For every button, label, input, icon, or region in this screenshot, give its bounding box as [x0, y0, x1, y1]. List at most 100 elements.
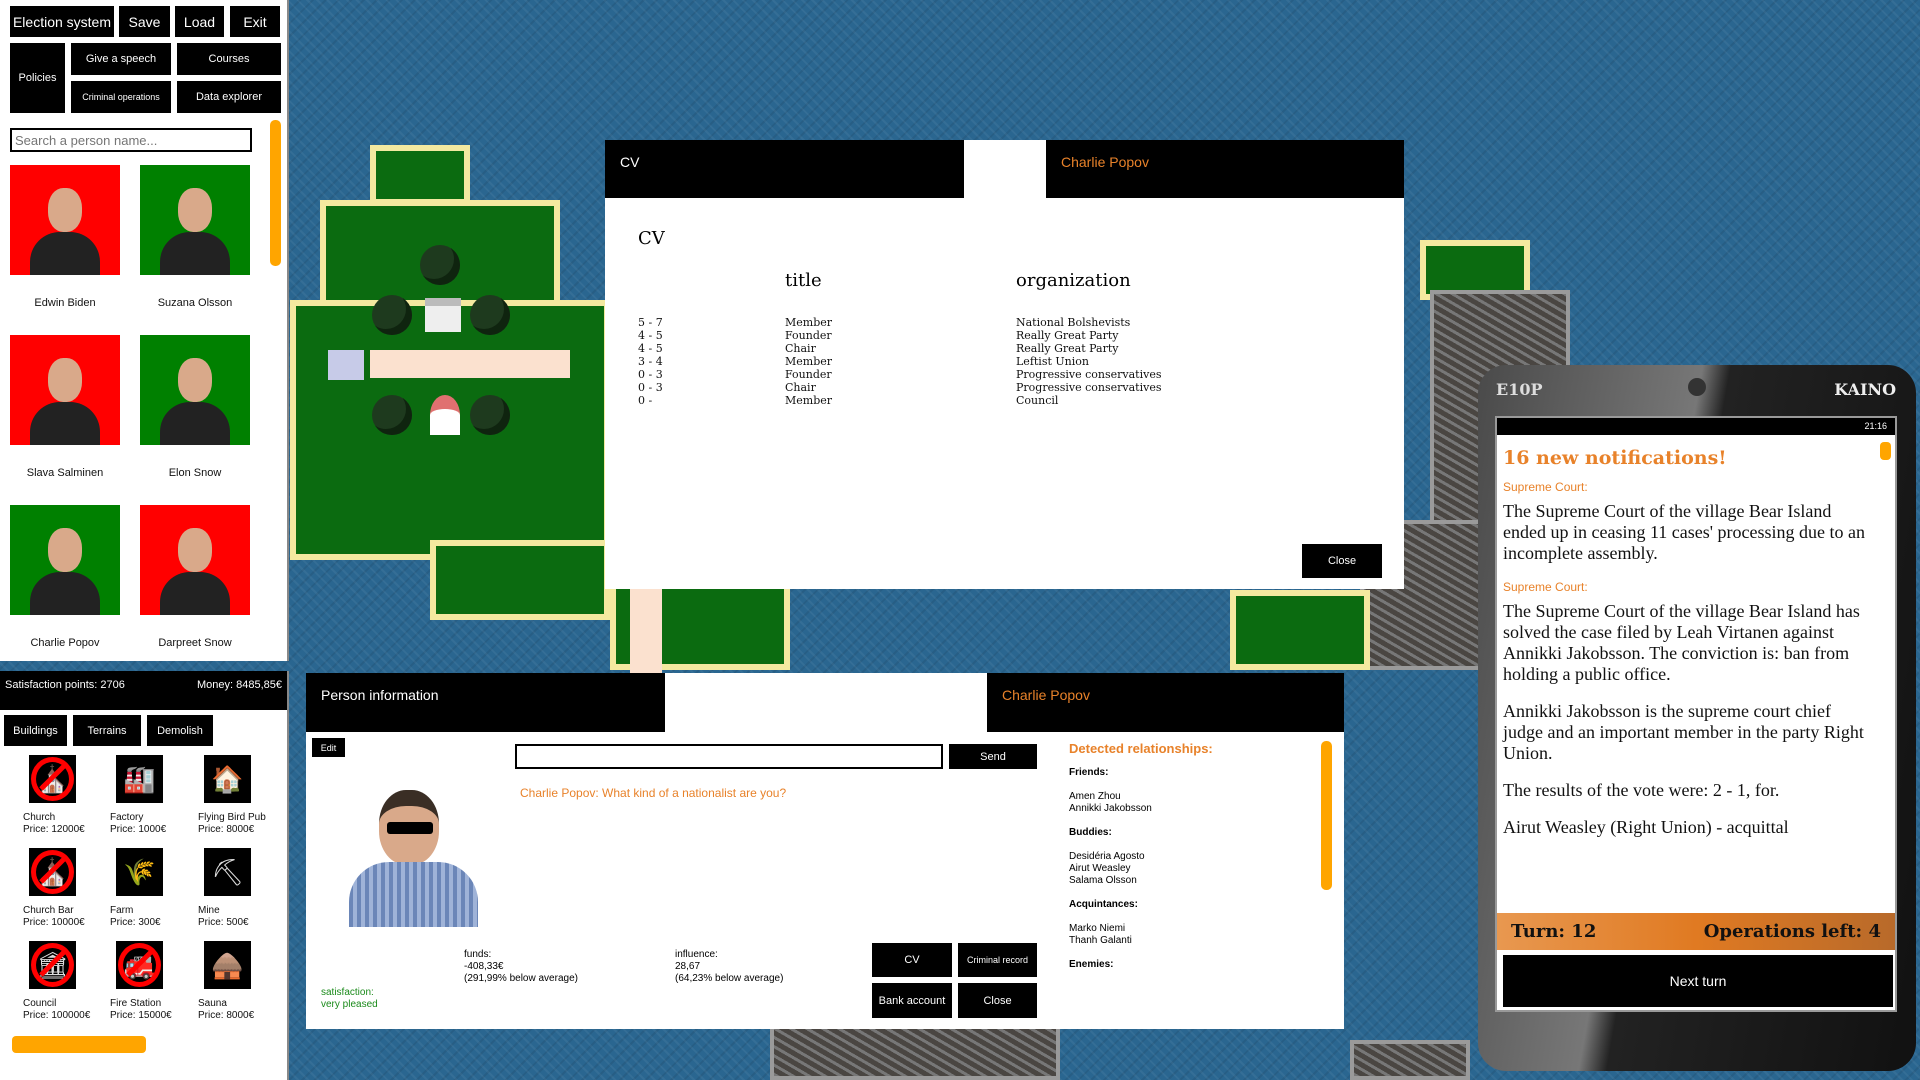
- building-price: Price: 10000€: [23, 917, 85, 928]
- edit-button[interactable]: Edit: [312, 738, 345, 757]
- funds-value: -408,33€: [464, 961, 504, 972]
- cv-person-name: Charlie Popov: [1046, 140, 1404, 198]
- church-icon[interactable]: ⛪: [29, 755, 76, 803]
- courses-button[interactable]: Courses: [177, 43, 281, 75]
- person-portrait[interactable]: [10, 505, 120, 615]
- data-explorer-button[interactable]: Data explorer: [177, 81, 281, 113]
- criminal-operations-button[interactable]: Criminal operations: [71, 81, 171, 113]
- person-name[interactable]: Slava Salminen: [26, 467, 104, 479]
- terrains-tab[interactable]: Terrains: [73, 715, 141, 746]
- cv-organization: Progressive conservatives: [1016, 368, 1162, 381]
- notification-text: The Supreme Court of the village Bear Is…: [1503, 501, 1865, 563]
- game-map[interactable]: [290, 0, 1920, 1080]
- acquaintance-item[interactable]: Thanh Galanti: [1069, 935, 1132, 946]
- cv-organization: Council: [1016, 394, 1059, 407]
- cv-years: 0 - 3: [638, 368, 663, 381]
- influence-label: influence:: [675, 949, 718, 960]
- cv-organization: Really Great Party: [1016, 342, 1119, 355]
- send-button[interactable]: Send: [949, 744, 1037, 769]
- cv-organization: Progressive conservatives: [1016, 381, 1162, 394]
- cv-title: Founder: [785, 368, 832, 381]
- scrollbar[interactable]: [1321, 741, 1332, 890]
- influence-comparison: (64,23% below average): [675, 973, 784, 984]
- building-icon[interactable]: [425, 298, 461, 332]
- person-portrait[interactable]: [10, 165, 120, 275]
- cv-close-button[interactable]: Close: [1302, 544, 1382, 578]
- person-portrait[interactable]: [140, 505, 250, 615]
- building-price: Price: 15000€: [110, 1010, 172, 1021]
- person-name[interactable]: Charlie Popov: [30, 637, 100, 649]
- tree-icon: [372, 295, 412, 335]
- cv-organization: National Bolshevists: [1016, 316, 1131, 329]
- scrollbar[interactable]: [1880, 442, 1891, 460]
- exit-button[interactable]: Exit: [230, 6, 280, 37]
- sauna-icon[interactable]: 🛖: [204, 941, 251, 989]
- building-name: Fire Station: [110, 998, 162, 1009]
- person-name[interactable]: Suzana Olsson: [157, 297, 233, 309]
- cv-button[interactable]: CV: [872, 943, 952, 977]
- buddy-item[interactable]: Airut Weasley: [1069, 863, 1131, 874]
- mine-icon[interactable]: ⛏: [204, 848, 251, 896]
- person-name[interactable]: Edwin Biden: [34, 297, 96, 309]
- give-speech-button[interactable]: Give a speech: [71, 43, 171, 75]
- cv-heading: CV: [638, 228, 665, 249]
- fire-station-icon[interactable]: 🚒: [116, 941, 163, 989]
- person-portrait[interactable]: [140, 165, 250, 275]
- scrollbar[interactable]: [12, 1036, 146, 1053]
- pub-icon[interactable]: 🏠: [204, 755, 251, 803]
- buddy-item[interactable]: Salama Olsson: [1069, 875, 1137, 886]
- cv-years: 3 - 4: [638, 355, 663, 368]
- building-price: Price: 1000€: [110, 824, 167, 835]
- phone-clock: 21:16: [1497, 418, 1895, 435]
- criminal-record-button[interactable]: Criminal record: [958, 943, 1037, 977]
- cv-years: 5 - 7: [638, 316, 663, 329]
- next-turn-button[interactable]: Next turn: [1503, 955, 1893, 1007]
- cv-title: Member: [785, 316, 833, 329]
- bank-account-button[interactable]: Bank account: [872, 983, 952, 1018]
- factory-icon[interactable]: 🏭: [116, 755, 163, 803]
- search-input[interactable]: [10, 128, 252, 152]
- person-portrait[interactable]: [10, 335, 120, 445]
- save-button[interactable]: Save: [119, 6, 170, 37]
- person-portrait: [349, 790, 478, 927]
- load-button[interactable]: Load: [175, 6, 224, 37]
- close-button[interactable]: Close: [958, 983, 1037, 1018]
- cv-title: Member: [785, 355, 833, 368]
- cv-header: CV: [605, 140, 964, 198]
- person-portrait[interactable]: [140, 335, 250, 445]
- friend-item[interactable]: Annikki Jakobsson: [1069, 803, 1152, 814]
- acquaintance-item[interactable]: Marko Niemi: [1069, 923, 1126, 934]
- person-name[interactable]: Darpreet Snow: [158, 637, 232, 649]
- buildings-tab[interactable]: Buildings: [4, 715, 67, 746]
- speech-input[interactable]: [515, 744, 943, 769]
- building-name: Church: [23, 812, 56, 823]
- building-name: Church Bar: [23, 905, 74, 916]
- building-price: Price: 300€: [110, 917, 161, 928]
- buddy-item[interactable]: Desidéria Agosto: [1069, 851, 1145, 862]
- col-organization: organization: [1016, 270, 1131, 291]
- policies-button[interactable]: Policies: [10, 43, 65, 113]
- demolish-tab[interactable]: Demolish: [147, 715, 213, 746]
- person-name[interactable]: Elon Snow: [168, 467, 222, 479]
- tree-icon: [420, 245, 460, 285]
- person-info-header: Person information: [306, 673, 665, 732]
- notification-text: Airut Weasley (Right Union) - acquittal: [1503, 817, 1789, 837]
- church-bar-icon[interactable]: ⛪: [29, 848, 76, 896]
- notification-source: Supreme Court:: [1503, 480, 1588, 494]
- phone: E10P KAINO 21:16 16 new notifications! S…: [1478, 365, 1916, 1071]
- friend-item[interactable]: Amen Zhou: [1069, 791, 1121, 802]
- phone-brand-right: KAINO: [1834, 380, 1896, 399]
- scrollbar[interactable]: [270, 120, 281, 266]
- notification-text: The Supreme Court of the village Bear Is…: [1503, 601, 1860, 684]
- pub-building-icon[interactable]: [430, 395, 460, 435]
- farm-icon[interactable]: 🌾: [116, 848, 163, 896]
- banned-icon: [31, 943, 74, 987]
- cv-years: 4 - 5: [638, 329, 663, 342]
- election-system-button[interactable]: Election system: [10, 6, 114, 37]
- council-building-icon[interactable]: [328, 350, 364, 380]
- council-icon[interactable]: 🏛: [29, 941, 76, 989]
